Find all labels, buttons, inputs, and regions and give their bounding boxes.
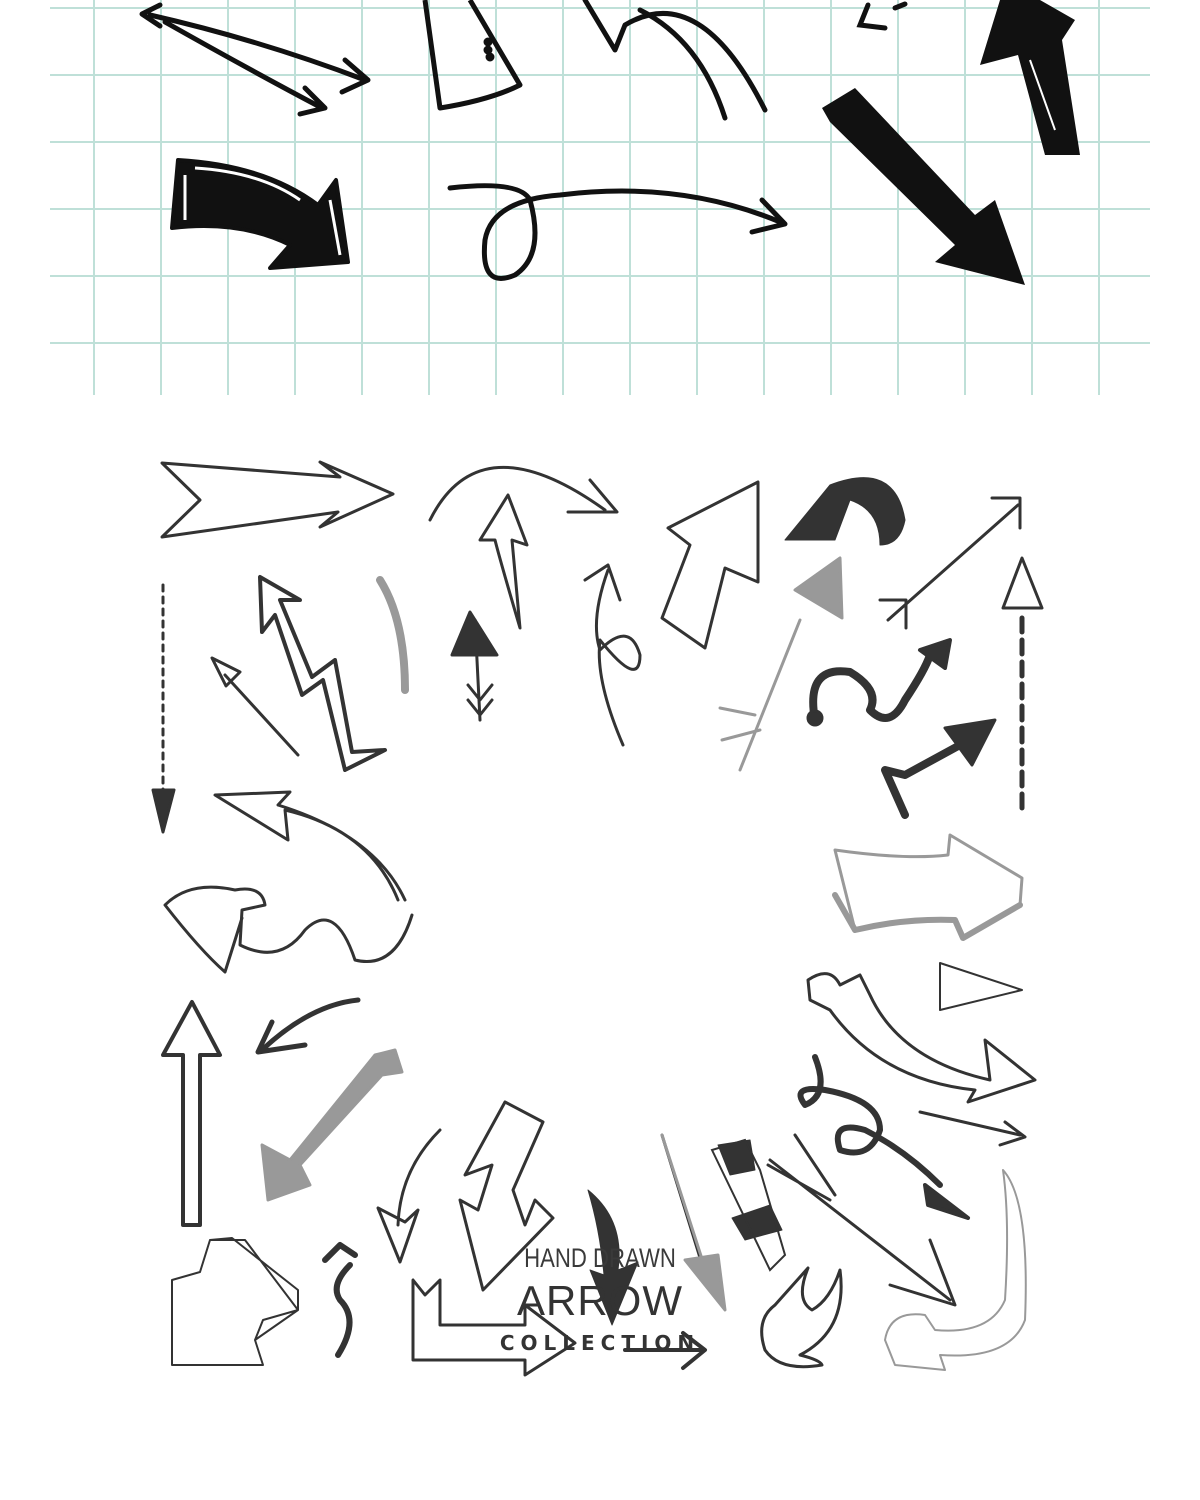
dotted-arrow-icon bbox=[856, 1, 908, 31]
squiggle-arrow-icon bbox=[809, 651, 934, 724]
arc-arrow-icon bbox=[213, 790, 407, 902]
diagonal-arrow-icon bbox=[623, 1331, 707, 1370]
feather-arrow-icon bbox=[718, 618, 802, 772]
hook-arrow-icon bbox=[411, 1278, 577, 1377]
hook-arrow-icon bbox=[881, 741, 964, 819]
outline-up-arrow-icon bbox=[478, 493, 529, 630]
diagonal-arrow-icon bbox=[210, 656, 300, 757]
arc-arrow-icon bbox=[587, 1189, 639, 1326]
double-arrow-icon bbox=[139, 2, 371, 117]
zigzag-arrow-icon bbox=[258, 575, 387, 772]
hook-arrow-icon bbox=[878, 496, 1022, 630]
grid-arrows-canvas bbox=[50, 0, 1150, 395]
down-right-arrow-icon bbox=[822, 88, 1025, 285]
arrow-collection-panel: HAND DRAWN ARROW COLLECTION bbox=[0, 395, 1200, 1500]
grid-paper-panel bbox=[0, 0, 1200, 395]
arc-arrow-icon bbox=[255, 997, 361, 1055]
cone-arrow-icon bbox=[422, 0, 523, 111]
collection-title: HAND DRAWN ARROW COLLECTION bbox=[400, 1240, 800, 1360]
diagonal-arrow-icon bbox=[918, 1110, 1027, 1147]
arc-arrow-icon bbox=[376, 576, 409, 694]
arc-arrow-icon bbox=[260, 1048, 404, 1202]
lightning-arrow-icon bbox=[458, 1100, 555, 1292]
hook-arrow-icon bbox=[884, 1169, 1027, 1371]
dashed-arrow-icon bbox=[1001, 556, 1044, 610]
up-arrow-icon bbox=[980, 0, 1080, 155]
arc-arrow-icon bbox=[428, 466, 619, 522]
outline-up-arrow-icon bbox=[660, 480, 760, 650]
squiggle-arrow-icon bbox=[322, 1242, 358, 1358]
outline-up-arrow-icon bbox=[161, 1000, 222, 1227]
loop-arrow-icon bbox=[797, 1054, 943, 1188]
outline-up-arrow-icon bbox=[939, 962, 1023, 1011]
loop-arrow-icon bbox=[447, 183, 788, 281]
hook-arrow-icon bbox=[784, 477, 906, 546]
feather-arrow-icon bbox=[376, 1128, 442, 1264]
curved-block-arrow-icon bbox=[170, 158, 350, 270]
title-line-arrow: ARROW bbox=[517, 1277, 683, 1324]
squiggle-arrow-icon bbox=[163, 885, 414, 974]
3d-arrow-icon bbox=[717, 1139, 783, 1241]
loop-arrow-icon bbox=[583, 563, 642, 747]
title-line-collection: COLLECTION bbox=[499, 1331, 701, 1355]
3d-arrow-icon bbox=[806, 972, 1037, 1104]
chevron-arrow-icon bbox=[160, 460, 395, 539]
grid-lines bbox=[50, 0, 1150, 395]
hook-arrow-icon bbox=[760, 1266, 843, 1369]
3d-arrow-icon bbox=[171, 1237, 299, 1366]
feather-arrow-icon bbox=[766, 1133, 957, 1307]
bent-arrow-icon bbox=[582, 0, 768, 121]
collection-arrows-canvas bbox=[151, 460, 1044, 1377]
title-line-hand-drawn: HAND DRAWN bbox=[524, 1243, 676, 1273]
